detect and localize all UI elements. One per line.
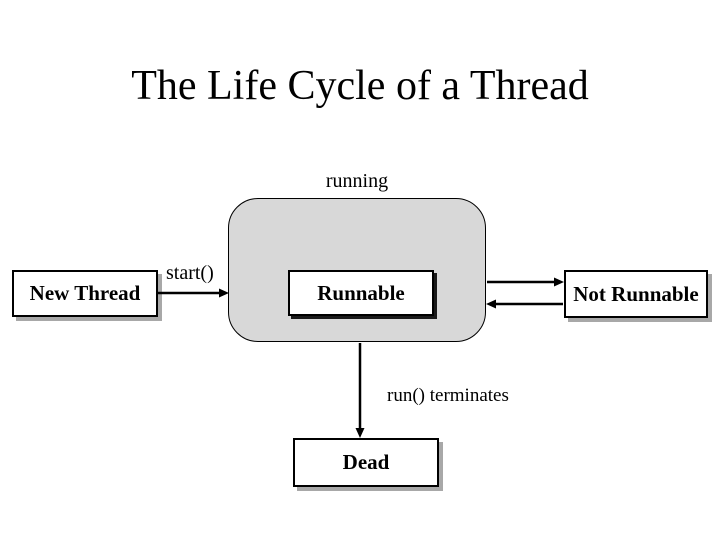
arrow-not-runnable-to-running [486,299,563,309]
node-runnable-label: Runnable [317,280,405,305]
arrow-running-to-not-runnable [487,277,564,287]
node-new-thread-label: New Thread [29,281,141,305]
edge-label-run-terminates: run() terminates [387,385,509,406]
edge-label-start: start() [166,262,214,284]
node-not-runnable-label: Not Runnable [573,281,699,306]
running-state-label: running [325,170,389,192]
node-new-thread: New Thread [12,270,158,317]
node-dead: Dead [293,438,439,487]
node-dead-label: Dead [342,450,390,474]
arrow-new-thread-to-runnable [157,288,229,298]
page-title: The Life Cycle of a Thread [131,63,589,109]
node-runnable: Runnable [288,270,434,316]
arrow-running-to-dead [355,343,365,438]
node-not-runnable: Not Runnable [564,270,708,318]
